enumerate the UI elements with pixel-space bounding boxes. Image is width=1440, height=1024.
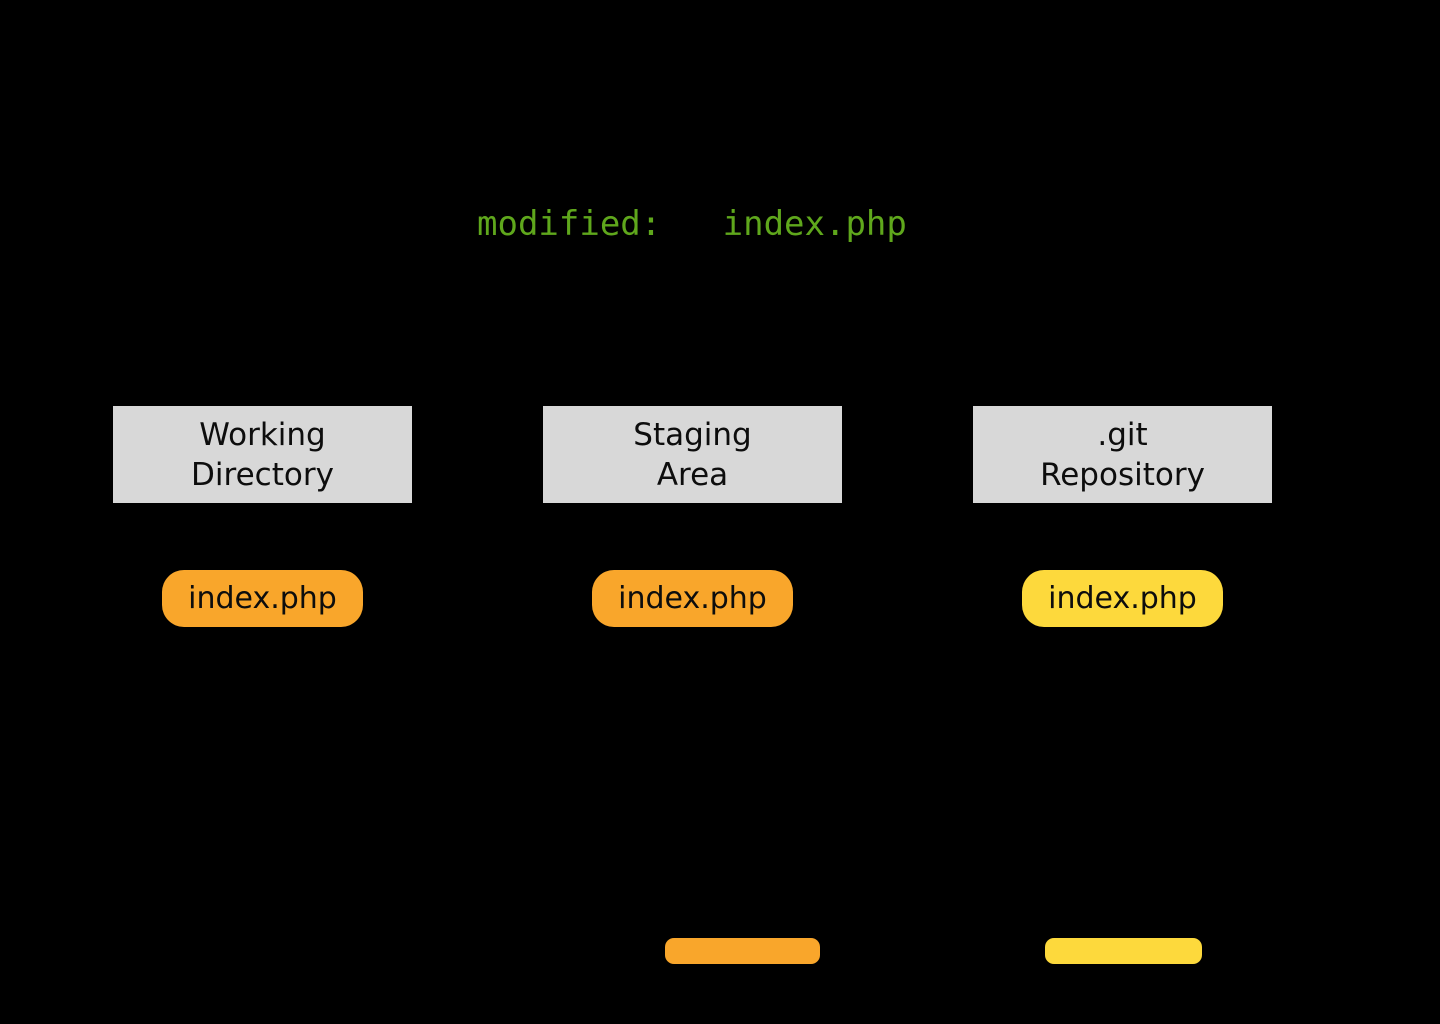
yellow-state-bar: [1045, 938, 1202, 964]
orange-state-bar: [665, 938, 820, 964]
git-repository-file-label: index.php: [1048, 581, 1197, 616]
working-directory-label-line1: Working: [199, 416, 326, 453]
staging-area-label-line2: Area: [656, 456, 729, 493]
git-repository-box: .git Repository: [973, 406, 1272, 503]
git-repository-label-line2: Repository: [1040, 456, 1205, 493]
staging-area-box: Staging Area: [543, 406, 842, 503]
staging-area-label-line1: Staging: [633, 416, 752, 453]
git-repository-file-pill: index.php: [1022, 570, 1223, 627]
working-directory-box: Working Directory: [113, 406, 412, 503]
working-directory-label-line2: Directory: [191, 456, 334, 493]
working-directory-file-label: index.php: [188, 581, 337, 616]
staging-area-file-pill: index.php: [592, 570, 793, 627]
git-status-modified-text: modified: index.php: [477, 204, 907, 244]
git-repository-label-line1: .git: [1097, 416, 1148, 453]
staging-area-file-label: index.php: [618, 581, 767, 616]
working-directory-file-pill: index.php: [162, 570, 363, 627]
